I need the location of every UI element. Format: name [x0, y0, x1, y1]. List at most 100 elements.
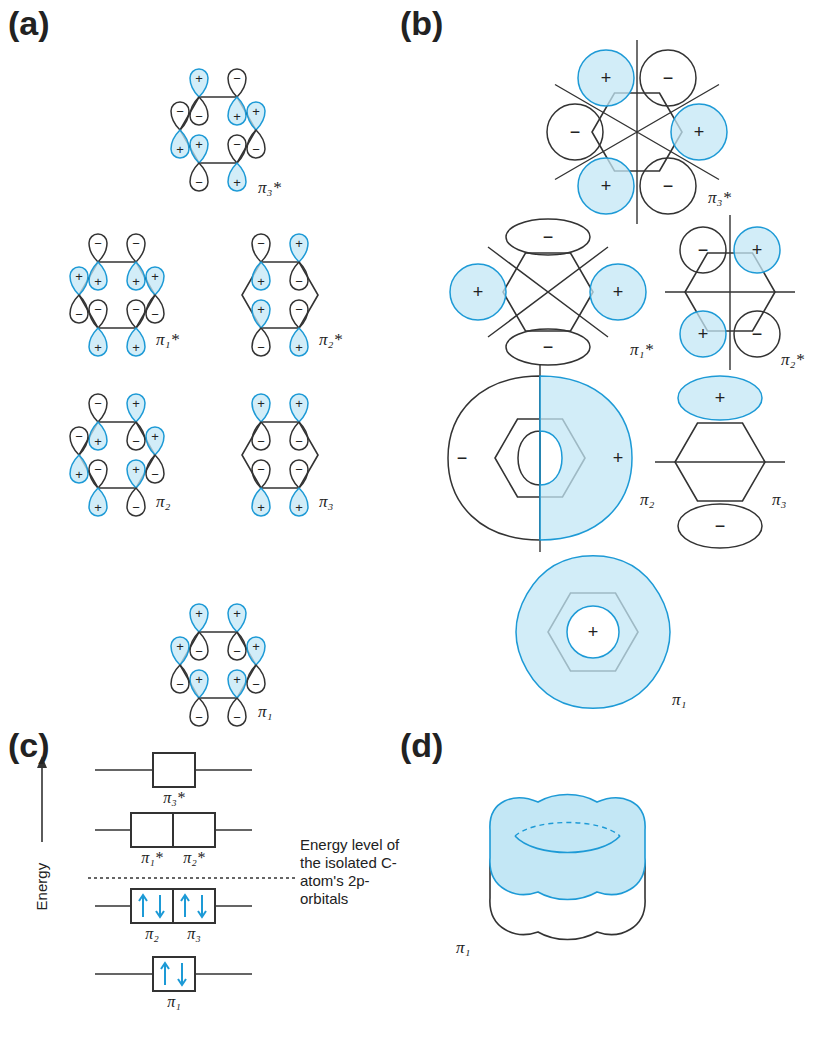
phase-sign: − — [698, 241, 709, 259]
orbital-lobe: − — [289, 422, 309, 452]
orbital-lobe: + — [732, 225, 782, 275]
lobe-outline — [190, 632, 208, 660]
phase-sign: − — [295, 303, 303, 316]
orbital-lobe: − — [88, 298, 108, 328]
orbital-lobe: + — [289, 392, 309, 422]
orbital-box-outline — [172, 812, 216, 848]
orbital-lobe: + — [88, 488, 108, 518]
orbital-name: π₂ — [145, 925, 159, 942]
lobe-outline — [127, 300, 145, 328]
phase-sign: + — [151, 270, 159, 283]
orbital-lobe: − — [504, 327, 592, 367]
orbital-lobe: + — [540, 373, 635, 543]
phase-sign: − — [75, 430, 83, 443]
panel-letter: (c) — [8, 726, 50, 765]
lobe-outline — [506, 329, 590, 365]
lobe-outline — [734, 227, 780, 273]
orbital-name: π₁ — [167, 993, 181, 1010]
phase-sign: − — [94, 463, 102, 476]
orbital-box: π₃ — [172, 888, 216, 944]
orbital-lobe: − — [227, 67, 247, 97]
orbital-lobe: + — [251, 392, 271, 422]
phase-sign: + — [473, 283, 484, 301]
phase-sign: + — [132, 463, 140, 476]
lobe-outline — [252, 328, 270, 356]
phase-sign: − — [132, 303, 140, 316]
phase-sign: + — [176, 143, 184, 156]
orbital-lobe: − — [246, 130, 266, 160]
phase-sign: + — [257, 303, 265, 316]
lobe-outline — [734, 311, 780, 357]
benzene-ring — [79, 93, 775, 698]
lobe-outline — [228, 670, 246, 698]
lobe-outline — [247, 102, 265, 130]
phase-sign: − — [257, 237, 265, 250]
phase-sign: − — [252, 678, 260, 691]
lobe-outline — [547, 104, 603, 160]
phase-sign: − — [233, 138, 241, 151]
orbital-lobe: − — [145, 455, 165, 485]
orbital-lobe: − — [189, 163, 209, 193]
orbital-lobe: − — [251, 232, 271, 262]
orbital-lobe: − — [189, 632, 209, 662]
panel-letter: (d) — [400, 726, 443, 765]
orbital-lobe: − — [251, 422, 271, 452]
orbital-lobe: + — [88, 262, 108, 292]
lobe-outline — [290, 460, 308, 488]
orbital-box-outline — [152, 752, 196, 788]
phase-sign: − — [663, 69, 674, 87]
orbital-lobe: − — [227, 632, 247, 662]
orbital-lobe: + — [126, 328, 146, 358]
lobe-outline — [290, 394, 308, 422]
phase-sign: + — [195, 673, 203, 686]
orbital-name: π₁* — [141, 849, 163, 866]
phase-sign: + — [75, 468, 83, 481]
orbital-lobe: − — [678, 225, 728, 275]
phase-sign: − — [257, 341, 265, 354]
orbital-lobe: − — [88, 232, 108, 262]
phase-sign: + — [295, 397, 303, 410]
orbital-lobe: + — [576, 48, 636, 108]
lobe-outline — [127, 422, 145, 450]
orbital-lobe: + — [170, 635, 190, 665]
orbital-lobe: + — [227, 602, 247, 632]
phase-sign: + — [613, 283, 624, 301]
phase-sign: − — [132, 501, 140, 514]
phase-sign: + — [295, 501, 303, 514]
electron-spin-arrow — [178, 963, 186, 985]
energy-axis — [41, 766, 43, 842]
orbital-lobe: − — [732, 309, 782, 359]
orbital-lobe: + — [246, 100, 266, 130]
nodal-plane — [665, 215, 795, 370]
orbital-box: π₁ — [152, 956, 196, 1012]
ring-hole — [515, 823, 620, 837]
nodal-plane — [555, 40, 719, 224]
orbital-lobe: − — [289, 262, 309, 292]
orbital-lobe: + — [289, 232, 309, 262]
orbital-lobe: + — [126, 458, 146, 488]
lobe-outline — [252, 300, 270, 328]
lobe-outline — [127, 234, 145, 262]
phase-sign: + — [257, 275, 265, 288]
lobe-outline — [578, 50, 634, 106]
lobe-outline — [190, 97, 208, 125]
orbital-lobe: + — [289, 328, 309, 358]
phase-sign: + — [601, 69, 612, 87]
lobe-outline — [247, 637, 265, 665]
orbital-lobe: + — [678, 309, 728, 359]
phase-sign: − — [195, 645, 203, 658]
lobe-outline — [127, 328, 145, 356]
phase-sign: + — [295, 237, 303, 250]
lobe-outline — [450, 264, 506, 320]
lobe-outline — [171, 637, 189, 665]
orbital-lobe: + — [669, 102, 729, 162]
lobe-outline — [127, 394, 145, 422]
phase-sign: − — [257, 435, 265, 448]
lobe-outline — [680, 311, 726, 357]
benzene-ring — [79, 262, 155, 328]
orbital-lobe: − — [246, 665, 266, 695]
phase-sign: + — [195, 607, 203, 620]
lobe-outline — [89, 488, 107, 516]
orbital-name: π₂* — [183, 849, 205, 866]
phase-sign: + — [295, 341, 303, 354]
